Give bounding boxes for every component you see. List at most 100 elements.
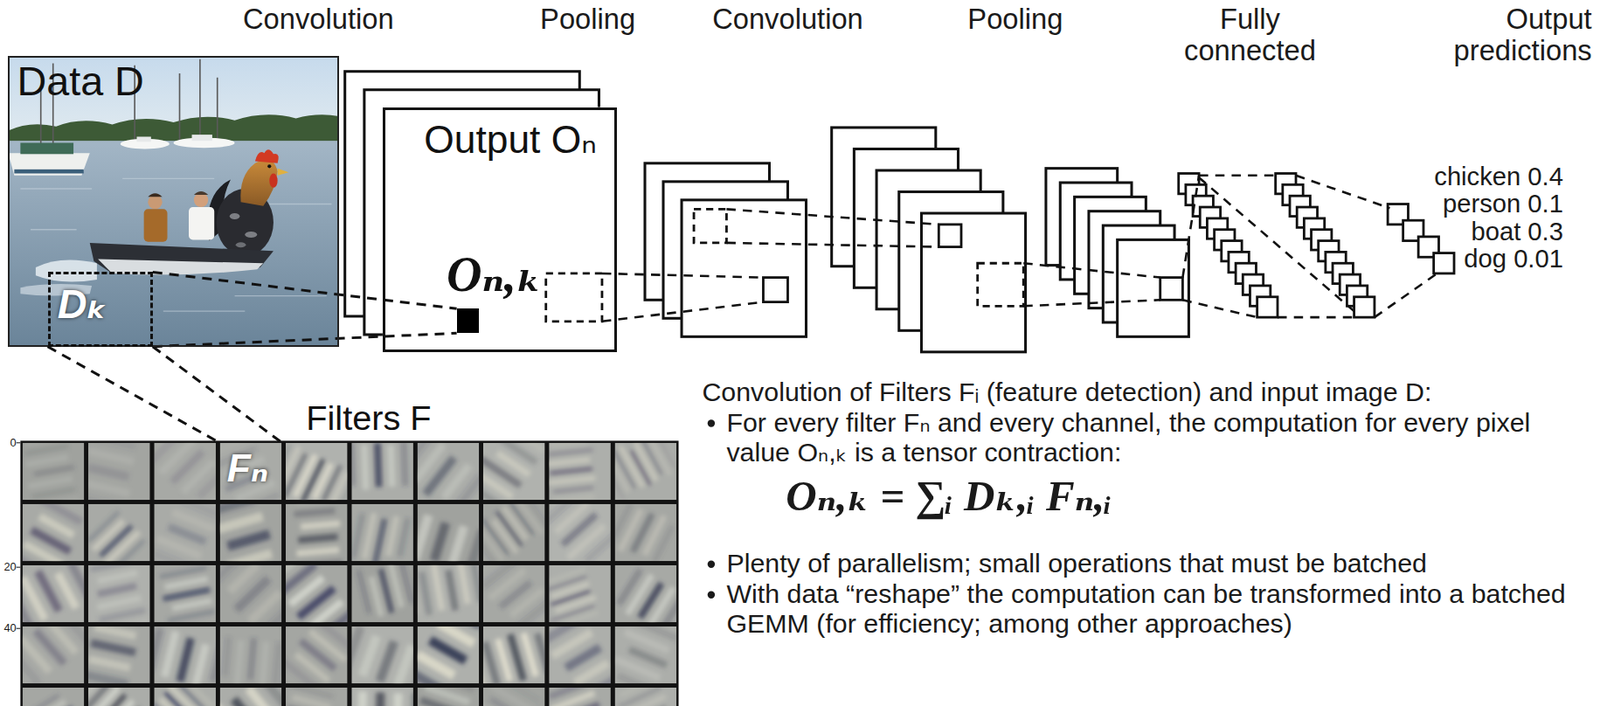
- filter-cell-image: [559, 610, 599, 623]
- filter-cell-image: [410, 652, 414, 684]
- filter-cell-image: [163, 691, 194, 706]
- photo-illustration: [188, 207, 215, 240]
- filter-cell-image: [400, 443, 409, 487]
- projection-line: [726, 242, 939, 248]
- filter-cell-image: [285, 504, 348, 562]
- stage-header: Pooling: [967, 3, 1063, 36]
- filter-cell-image: [153, 504, 216, 562]
- filter-cell-image: [351, 443, 409, 491]
- filter-cell-image: [483, 626, 546, 684]
- projection-line: [1023, 263, 1160, 278]
- image-title: Data D: [17, 60, 145, 104]
- filter-cell-image: [351, 687, 414, 706]
- filter-cell-image: [293, 651, 332, 685]
- filter-cell-image: [259, 641, 271, 684]
- filter-cell-image: [314, 608, 347, 623]
- filter-cell-image: [483, 687, 543, 706]
- filter-cell-image: [548, 565, 611, 623]
- filter-cell-image: [153, 443, 216, 500]
- filter-cell-image: [483, 525, 497, 562]
- filter-cell-image: [220, 504, 283, 562]
- projection-line: [1295, 175, 1390, 208]
- projection-line: [726, 208, 939, 225]
- filter-cell-image: [153, 626, 216, 684]
- filter-cell-image: [220, 565, 283, 623]
- filter-cell-image: [651, 524, 675, 562]
- filter-cell-image: [226, 548, 274, 562]
- filter-label: Fₙ: [227, 448, 269, 490]
- filter-cell-image: [616, 672, 655, 685]
- filter-cell-image: [387, 444, 395, 487]
- patch-box: Dₖ: [48, 271, 153, 347]
- filter-cell-image: [548, 475, 596, 485]
- projection-line: [1198, 177, 1354, 312]
- filter-cell-image: [22, 590, 35, 623]
- filter-cell-image: [355, 568, 373, 615]
- filter-cell-image: [616, 507, 644, 552]
- filter-cell-image: [271, 612, 282, 623]
- filter-cell-image: [521, 610, 546, 623]
- photo-illustration: [235, 295, 327, 297]
- photo-illustration: [255, 149, 279, 163]
- filter-cell-image: [548, 626, 611, 684]
- filter-cell-image: [572, 658, 610, 684]
- filter-cell-image: [88, 626, 151, 684]
- photo-illustration: [136, 136, 151, 142]
- fully-connected-units: [1178, 173, 1455, 318]
- filter-cell-image: [153, 504, 216, 562]
- filter-cell-image: [358, 634, 381, 678]
- filter-cell-image: [285, 565, 348, 623]
- filter-cell-image: [159, 565, 208, 580]
- pixel-label: Oₙ,ₖ: [446, 249, 543, 301]
- photo-illustration: [240, 159, 278, 207]
- filter-cell-image: [470, 565, 479, 603]
- filter-cell-image: [624, 573, 655, 617]
- filter-cell-image: [291, 694, 332, 706]
- filter-cell-image: [417, 687, 480, 706]
- filter-cell-image: [285, 687, 337, 706]
- filter-cell-image: [22, 692, 61, 706]
- filter-cell-image: [334, 477, 348, 501]
- filter-cell-image: [285, 656, 321, 684]
- filter-cell-image: [22, 504, 85, 562]
- filter-cell-image: [113, 538, 146, 562]
- filter-cell-image: [22, 443, 85, 500]
- filter-cell-image: [396, 517, 411, 558]
- filter-cell-image: [22, 687, 85, 706]
- projection-line: [1182, 299, 1257, 318]
- photo-illustration: [216, 77, 219, 144]
- photo-illustration: [267, 164, 271, 168]
- filter-cell-image: [22, 565, 85, 623]
- filter-cell-image: [560, 512, 599, 548]
- filter-cell-image: [226, 529, 271, 551]
- filter-cell-image: [88, 464, 130, 482]
- filter-cell-image: [360, 444, 369, 491]
- photo-illustration: [277, 168, 290, 176]
- filter-cell-image: [453, 472, 480, 500]
- filter-cell-image: [153, 626, 216, 684]
- filter-cell-image: [33, 464, 75, 477]
- filter-cell-image: [24, 443, 70, 457]
- filter-cell-image: [374, 692, 385, 706]
- filter-cell-image: [103, 699, 135, 706]
- photo-illustration: [35, 260, 97, 283]
- filter-grid-title: Filters F: [305, 400, 431, 437]
- filter-cell-image: [553, 484, 594, 494]
- filter-cell-image: [220, 504, 283, 562]
- filter-cell-image: [548, 687, 611, 706]
- filter-cell-image: [153, 627, 164, 672]
- filter-cell-image: [615, 504, 678, 562]
- filter-cell-image: [417, 626, 480, 684]
- filter-cell-image: [88, 478, 132, 498]
- description-text: Convolution of Filters Fᵢ (feature detec…: [701, 377, 1595, 408]
- filter-cell-image: [417, 513, 434, 562]
- dashed-connector: [48, 346, 283, 444]
- filter-cell-image: [410, 692, 414, 706]
- filter-cell-image: [88, 687, 151, 706]
- filter-cell-image: [271, 642, 282, 685]
- filter-cell-image: [351, 565, 414, 623]
- filter-cell-image: [351, 626, 414, 684]
- feature-map-frame: [921, 213, 1026, 353]
- filter-cell-image: [240, 491, 281, 501]
- photo-illustration: [193, 193, 208, 208]
